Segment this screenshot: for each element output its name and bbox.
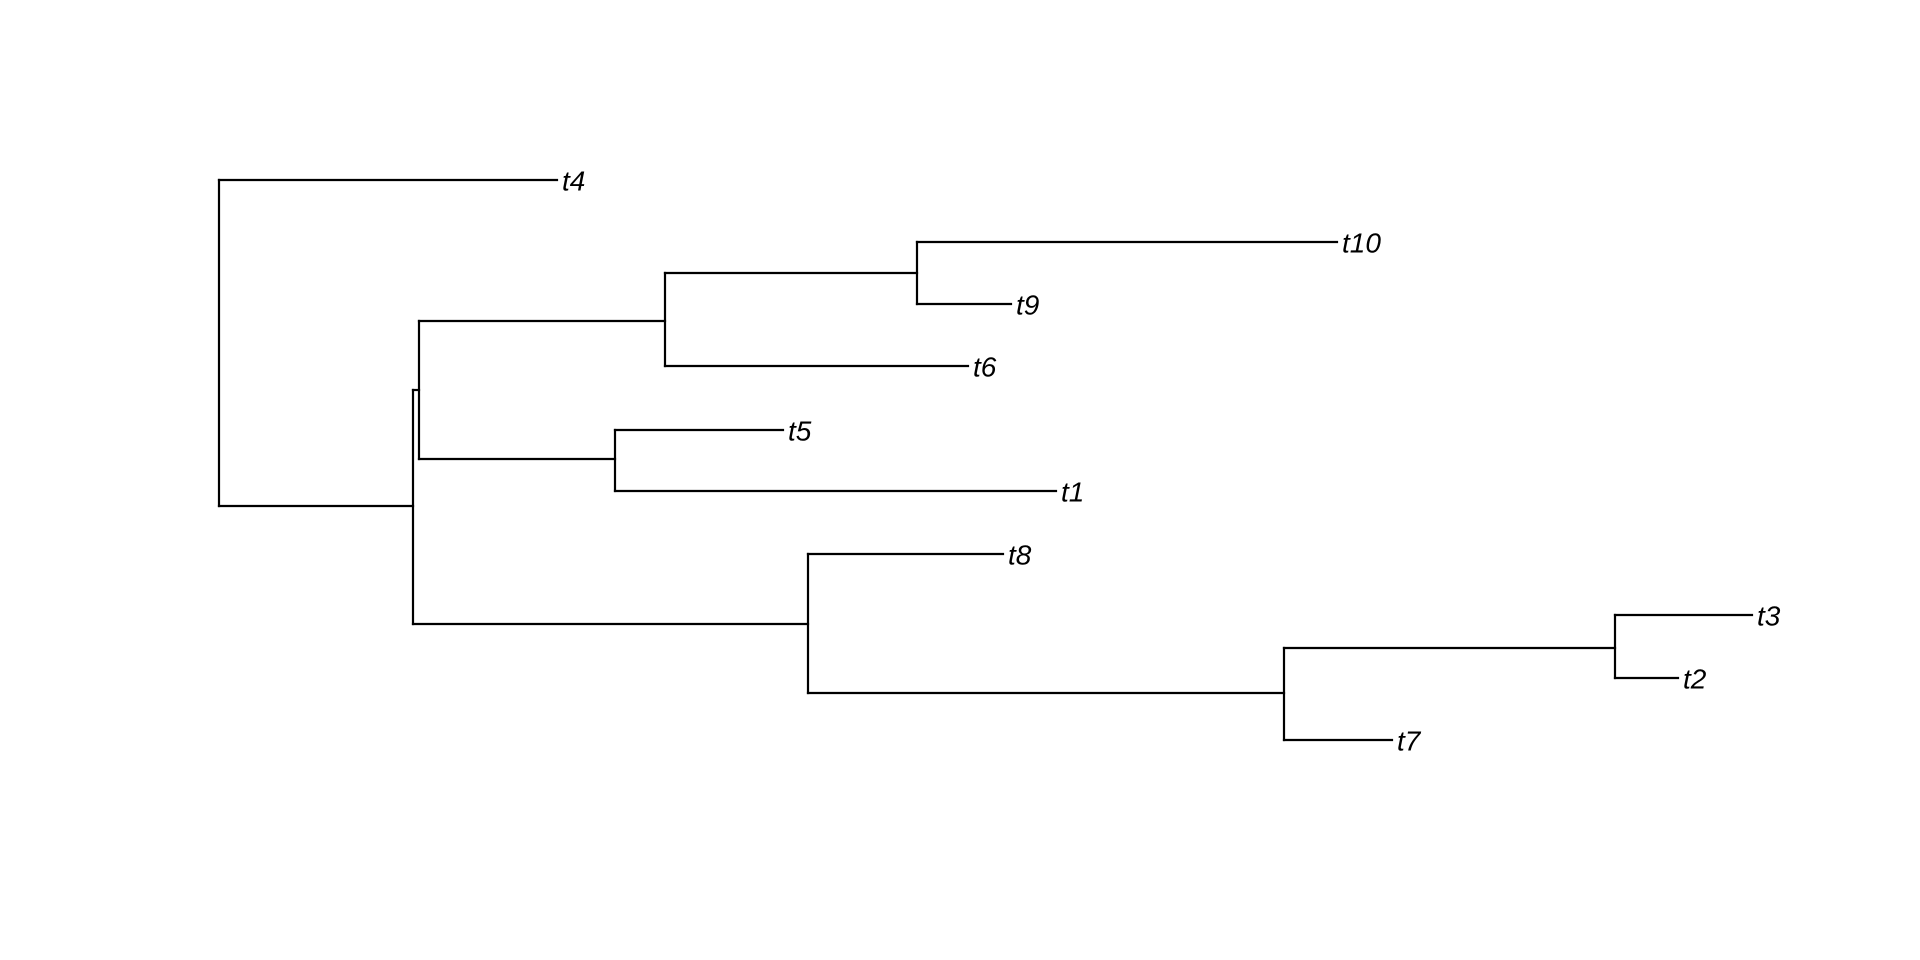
tip-label-t3: t3: [1757, 601, 1781, 632]
tip-label-t2: t2: [1683, 664, 1707, 695]
tip-label-t7: t7: [1397, 726, 1422, 757]
tip-label-t5: t5: [788, 416, 812, 447]
tip-label-t1: t1: [1061, 477, 1084, 508]
tip-label-t8: t8: [1008, 540, 1032, 571]
tip-label-t4: t4: [562, 166, 585, 197]
tip-label-t10: t10: [1342, 228, 1381, 259]
tip-label-t6: t6: [973, 352, 997, 383]
tip-label-t9: t9: [1016, 290, 1039, 321]
